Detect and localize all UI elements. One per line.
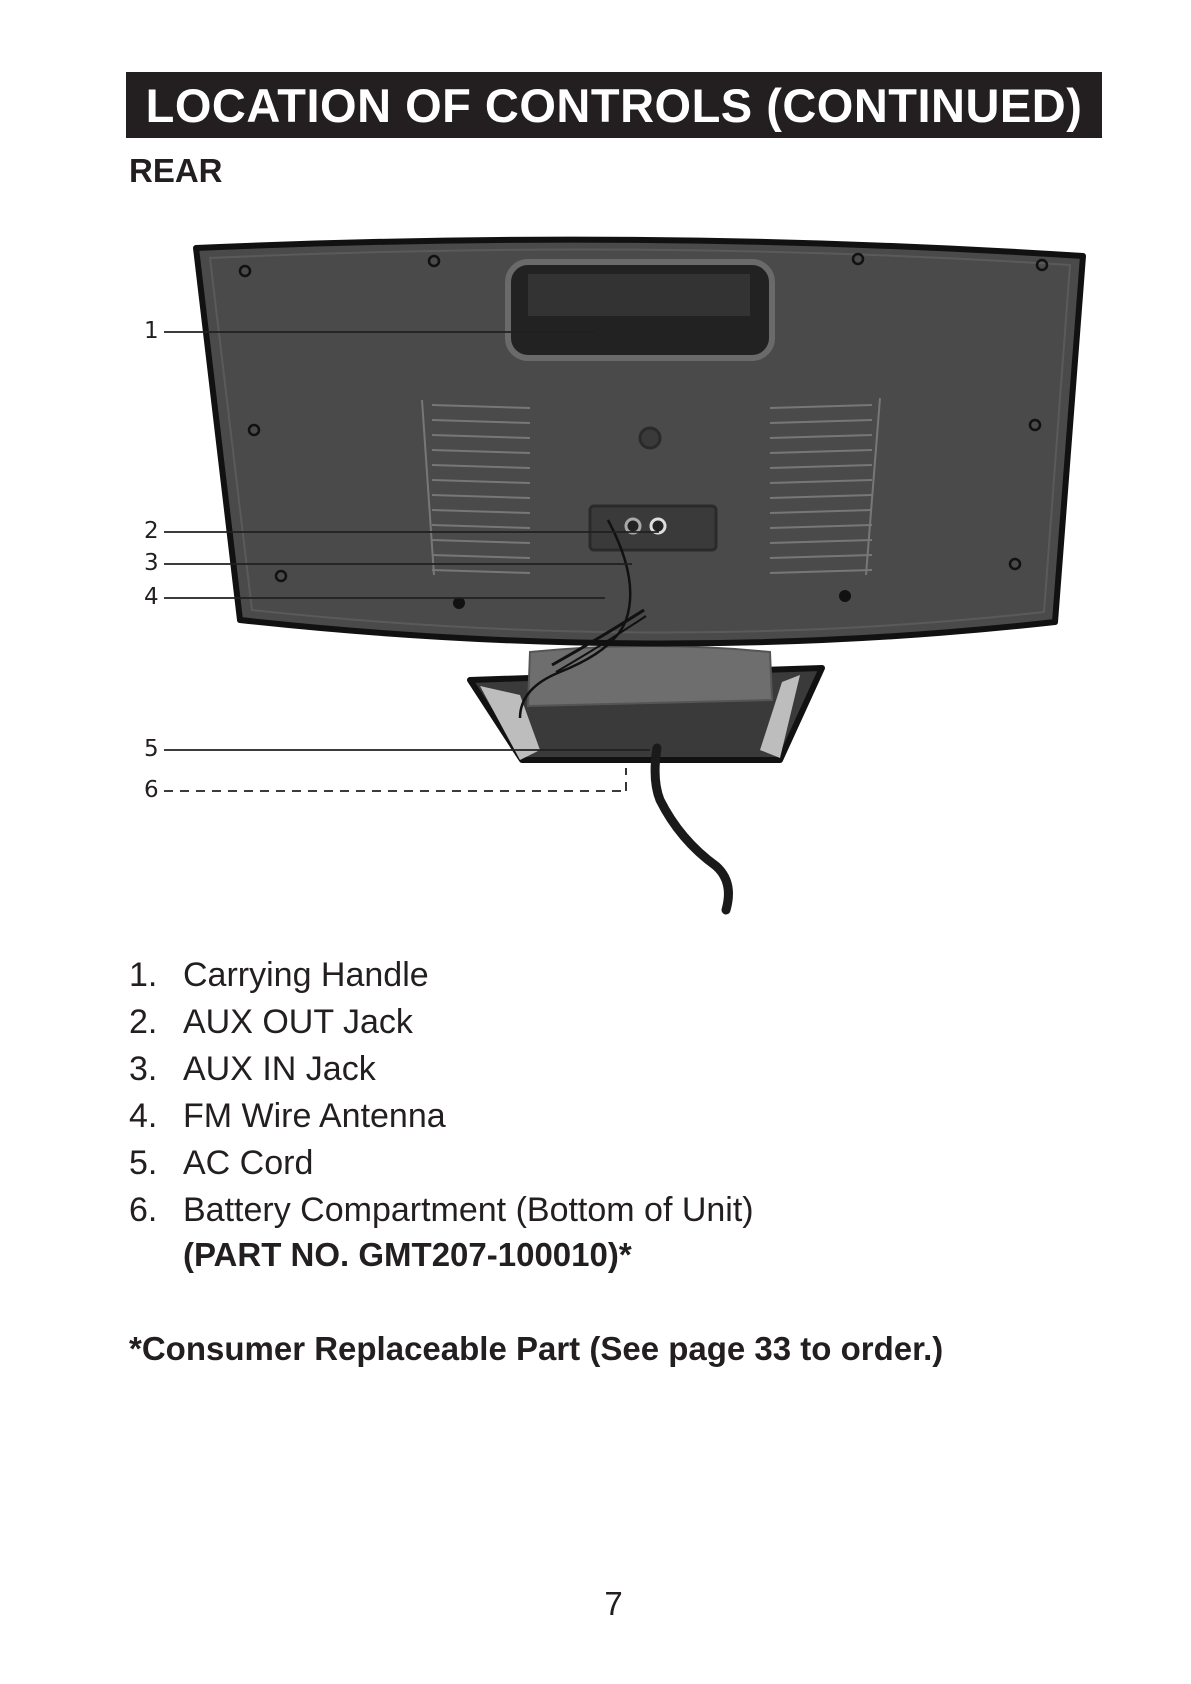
callout-4: 4 xyxy=(144,584,166,610)
list-item: 2.AUX OUT Jack xyxy=(129,999,754,1046)
parts-list: 1.Carrying Handle 2.AUX OUT Jack 3.AUX I… xyxy=(129,952,754,1234)
page-number: 7 xyxy=(0,1585,1191,1623)
aux-in-jack xyxy=(626,519,640,533)
page-title: LOCATION OF CONTROLS (CONTINUED) xyxy=(146,78,1083,133)
callout-2: 2 xyxy=(144,518,166,544)
footnote: *Consumer Replaceable Part (See page 33 … xyxy=(129,1330,943,1368)
rear-view-illustration xyxy=(0,220,1191,920)
callout-1: 1 xyxy=(144,318,166,344)
callout-3: 3 xyxy=(144,550,166,576)
ac-cord xyxy=(655,748,728,910)
list-item: 6.Battery Compartment (Bottom of Unit) xyxy=(129,1187,754,1234)
callout-5: 5 xyxy=(144,736,166,762)
list-item: 3.AUX IN Jack xyxy=(129,1046,754,1093)
callout-6: 6 xyxy=(144,777,166,803)
rear-view-diagram: 1 2 3 4 5 6 xyxy=(0,220,1191,920)
stand-top xyxy=(528,646,772,706)
list-item: 1.Carrying Handle xyxy=(129,952,754,999)
list-item: 5.AC Cord xyxy=(129,1140,754,1187)
carrying-handle-inner xyxy=(528,274,750,316)
section-label: REAR xyxy=(129,152,223,190)
list-item: 4.FM Wire Antenna xyxy=(129,1093,754,1140)
page-header: LOCATION OF CONTROLS (CONTINUED) xyxy=(126,72,1102,138)
part-number: (PART NO. GMT207-100010)* xyxy=(183,1236,632,1274)
